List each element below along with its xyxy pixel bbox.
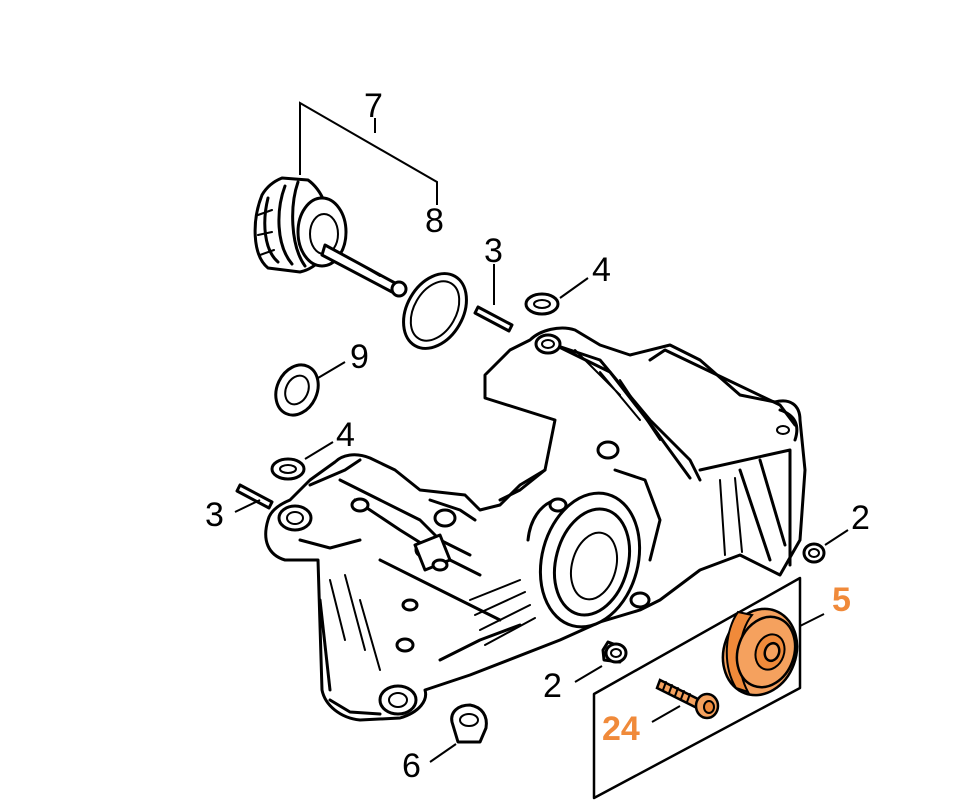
- callout-6: 6: [402, 747, 421, 785]
- callout-8: 8: [425, 202, 444, 240]
- callout-9: 9: [350, 338, 369, 376]
- callout-2-lower: 2: [543, 667, 562, 705]
- callout-3-upper: 3: [484, 232, 503, 270]
- callout-3-lower: 3: [205, 496, 224, 534]
- part-cap-assembly: [253, 176, 408, 298]
- part-o-ring-8: [402, 272, 468, 350]
- part-pin-3a: [473, 264, 514, 333]
- part-pin-3b: [234, 483, 274, 513]
- part-screw-24: [651, 678, 720, 723]
- part-washer-4a: [524, 277, 589, 316]
- leader-7: [299, 101, 438, 205]
- callout-2-right: 2: [851, 499, 870, 537]
- part-washer-4b: [270, 441, 334, 481]
- part-bearing-5: [721, 607, 799, 697]
- callout-4-lower: 4: [336, 416, 355, 454]
- part-sleeve-2b: [574, 640, 628, 683]
- callout-7: 7: [364, 87, 383, 125]
- part-sleeve-2a: [802, 529, 849, 564]
- callout-24: 24: [602, 710, 640, 748]
- part-seal-9: [274, 361, 346, 417]
- kit-box: [592, 576, 825, 800]
- callout-5: 5: [832, 581, 851, 619]
- callout-4-upper: 4: [592, 251, 611, 289]
- crankcase-housing: [264, 326, 807, 722]
- part-grommet-6: [429, 703, 488, 763]
